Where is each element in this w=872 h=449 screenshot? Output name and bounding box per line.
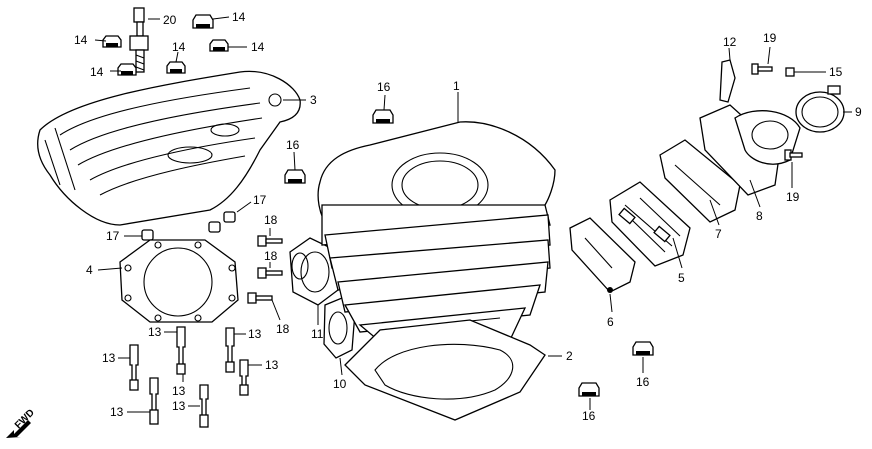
callout-14-d: 14 [251, 40, 265, 54]
callout-13-g: 13 [110, 405, 124, 419]
callout-16-c: 16 [636, 375, 650, 389]
callout-7: 7 [715, 227, 722, 241]
callout-19-b: 19 [786, 190, 800, 204]
callout-14-a: 14 [232, 10, 246, 24]
callout-18-c: 18 [276, 322, 290, 336]
callout-9: 9 [855, 105, 862, 119]
callout-14-c: 14 [172, 40, 186, 54]
callout-13-a: 13 [148, 325, 162, 339]
intake-manifold [699, 104, 801, 196]
callout-10: 10 [333, 377, 347, 391]
hose-clamp [795, 85, 845, 133]
callout-17-a: 17 [253, 193, 267, 207]
callout-14-e: 14 [90, 65, 104, 79]
dowel-pins [141, 211, 236, 241]
callout-4: 4 [86, 263, 93, 277]
callout-19-a: 19 [763, 31, 777, 45]
cap-nuts [102, 14, 229, 76]
callout-16-b: 16 [286, 138, 300, 152]
callout-14-b: 14 [74, 33, 88, 47]
base-gasket [344, 319, 546, 421]
callout-17-b: 17 [106, 229, 120, 243]
callout-13-c: 13 [102, 351, 116, 365]
flange-nuts [284, 109, 654, 397]
fwd-arrow-icon [6, 420, 31, 438]
callout-5: 5 [678, 271, 685, 285]
cylinder-head [37, 70, 301, 226]
callout-12: 12 [723, 35, 737, 49]
bolts [247, 235, 283, 304]
callout-13-d: 13 [265, 358, 279, 372]
callout-3: 3 [310, 93, 317, 107]
callout-13-e: 13 [172, 384, 186, 398]
callout-13-f: 13 [172, 399, 186, 413]
callout-15: 15 [829, 65, 843, 79]
leader-lines [94, 16, 852, 413]
intake-gasket [659, 139, 741, 223]
callout-16-d: 16 [582, 409, 596, 423]
reed-gasket [569, 217, 636, 293]
head-gasket [119, 239, 239, 323]
callout-16-a: 16 [377, 80, 391, 94]
callout-1: 1 [453, 79, 460, 93]
callout-6: 6 [607, 315, 614, 329]
callout-11: 11 [311, 327, 324, 341]
cylinder [317, 121, 556, 351]
reed-valve [609, 181, 691, 267]
callout-18-a: 18 [264, 213, 278, 227]
spark-plug [129, 7, 149, 73]
studs [129, 326, 249, 428]
callout-13-b: 13 [248, 327, 262, 341]
callout-18-b: 18 [264, 249, 278, 263]
callout-20: 20 [163, 13, 177, 27]
callout-8: 8 [756, 209, 763, 223]
callout-2: 2 [566, 349, 573, 363]
